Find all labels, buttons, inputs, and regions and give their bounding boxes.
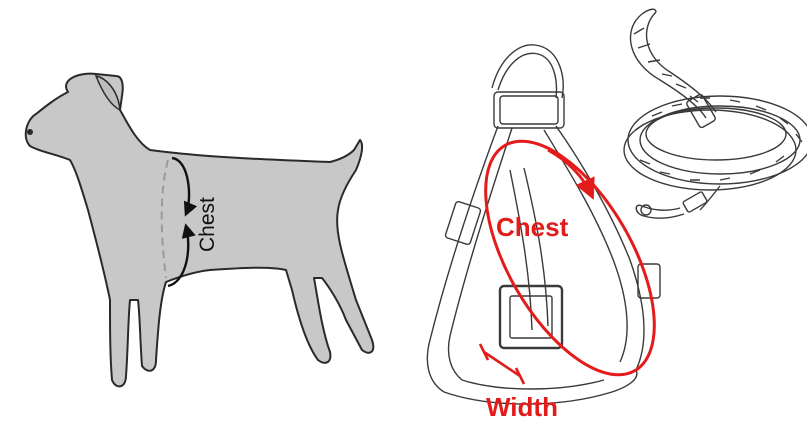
harness-chest-label: Chest — [496, 212, 569, 242]
harness-width-measure — [478, 343, 526, 385]
harness-sketch-icon — [426, 44, 661, 405]
leash-sketch-icon — [623, 8, 807, 219]
dog-chest-measure: Chest — [167, 156, 219, 288]
dog-silhouette-icon — [24, 72, 375, 388]
harness-width-label: Width — [486, 392, 558, 422]
dog-chest-label: Chest — [196, 197, 219, 252]
harness-chest-measure: Chest — [484, 139, 656, 377]
